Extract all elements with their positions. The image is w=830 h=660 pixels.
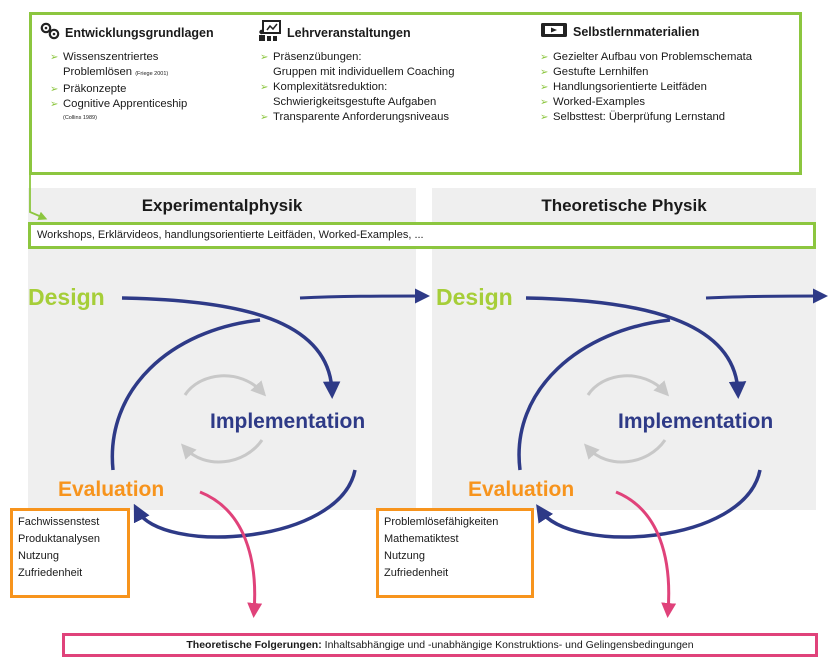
list-item: Schwierigkeitsgestufte Aufgaben bbox=[273, 96, 437, 108]
list-item: Zufriedenheit bbox=[384, 567, 449, 579]
column-list-entwicklungsgrundlagen: ➢Wissenszentriertes Problemlösen (Friege… bbox=[50, 50, 187, 122]
column-title-selbstlernmaterialien: Selbstlernmaterialien bbox=[540, 22, 699, 41]
evaluation-measures-left: Fachwissenstest Produktanalysen Nutzung … bbox=[10, 508, 130, 598]
cycle-arrow-design-to-impl-left bbox=[121, 296, 341, 399]
pink-arrow-left bbox=[199, 490, 263, 618]
list-item: ➢Worked-Examples bbox=[540, 96, 646, 108]
cycle-arrow-design-to-impl-right bbox=[525, 296, 747, 399]
gray-arrow-top-right bbox=[586, 374, 670, 397]
label-design-right: Design bbox=[436, 284, 513, 310]
arrow-design-to-design bbox=[299, 288, 430, 304]
label-implementation-right: Implementation bbox=[618, 410, 774, 433]
materials-band: Workshops, Erklärvideos, handlungsorient… bbox=[28, 222, 816, 249]
gray-arrow-bottom-right bbox=[583, 439, 667, 464]
list-item: Fachwissenstest bbox=[18, 516, 100, 528]
list-item: Nutzung bbox=[384, 550, 425, 562]
label-evaluation-left: Evaluation bbox=[58, 478, 165, 501]
list-item: Problemlösefähigkeiten bbox=[384, 516, 499, 528]
conclusion-text: Inhaltsabhängige und -unabhängige Konstr… bbox=[321, 639, 694, 651]
list-item: (Collins 1989) bbox=[63, 115, 97, 121]
list-item: Nutzung bbox=[18, 550, 59, 562]
list-item: ➢Handlungsorientierte Leitfäden bbox=[540, 81, 707, 93]
list-item: ➢Komplexitätsreduktion: bbox=[260, 81, 388, 93]
column-list-selbstlernmaterialien: ➢Gezielter Aufbau von Problemschemata ➢G… bbox=[540, 50, 752, 125]
label-implementation-left: Implementation bbox=[210, 410, 366, 433]
pink-arrow-right bbox=[615, 490, 677, 618]
list-item: Mathematiktest bbox=[384, 533, 459, 545]
conclusion-label: Theoretische Folgerungen: bbox=[186, 639, 322, 651]
column-list-lehrveranstaltungen: ➢Präsenzübungen: Gruppen mit individuell… bbox=[260, 50, 454, 125]
list-item: Gruppen mit individuellem Coaching bbox=[273, 66, 455, 78]
arrow-design-out-right bbox=[705, 288, 828, 304]
gray-arrow-top-left bbox=[183, 374, 267, 397]
list-item: ➢Gezielter Aufbau von Problemschemata bbox=[540, 51, 753, 63]
panel-title-left: Experimentalphysik bbox=[141, 196, 303, 215]
list-item: ➢Präsenzübungen: bbox=[260, 51, 362, 63]
connector-arrow bbox=[29, 172, 48, 221]
gears-icon bbox=[40, 22, 60, 43]
list-item: Produktanalysen bbox=[18, 533, 100, 545]
label-design-left: Design bbox=[28, 284, 105, 310]
column-title-entwicklungsgrundlagen: Entwicklungsgrundlagen bbox=[40, 22, 214, 43]
cycle-arrow-up-left bbox=[110, 318, 261, 471]
list-item: ➢Gestufte Lernhilfen bbox=[540, 66, 649, 78]
framework-box bbox=[29, 12, 802, 175]
cycle-arrow-loop-left bbox=[133, 469, 357, 539]
presentation-board-icon bbox=[258, 20, 282, 45]
list-item: ➢Präkonzepte bbox=[50, 83, 127, 95]
list-item: ➢Selbsttest: Überprüfung Lernstand bbox=[540, 111, 726, 123]
cycle-arrow-loop-right bbox=[536, 469, 762, 539]
panel-title-right: Theoretische Physik bbox=[541, 196, 707, 215]
evaluation-measures-right: Problemlösefähigkeiten Mathematiktest Nu… bbox=[376, 508, 534, 598]
column-title-lehrveranstaltungen: Lehrveranstaltungen bbox=[258, 20, 411, 45]
list-item: Zufriedenheit bbox=[18, 567, 83, 579]
label-evaluation-right: Evaluation bbox=[468, 478, 575, 501]
conclusion-box: Theoretische Folgerungen: Inhaltsabhängi… bbox=[62, 633, 818, 657]
list-item: Problemlösen (Friege 2001) bbox=[63, 66, 169, 78]
cycle-arrow-up-right bbox=[517, 318, 671, 471]
list-item: ➢Cognitive Apprenticeship bbox=[50, 98, 188, 110]
list-item: ➢Transparente Anforderungsniveaus bbox=[260, 111, 450, 123]
video-screen-icon bbox=[540, 22, 568, 41]
gray-arrow-bottom-left bbox=[180, 439, 264, 464]
list-item: ➢Wissenszentriertes bbox=[50, 51, 159, 63]
